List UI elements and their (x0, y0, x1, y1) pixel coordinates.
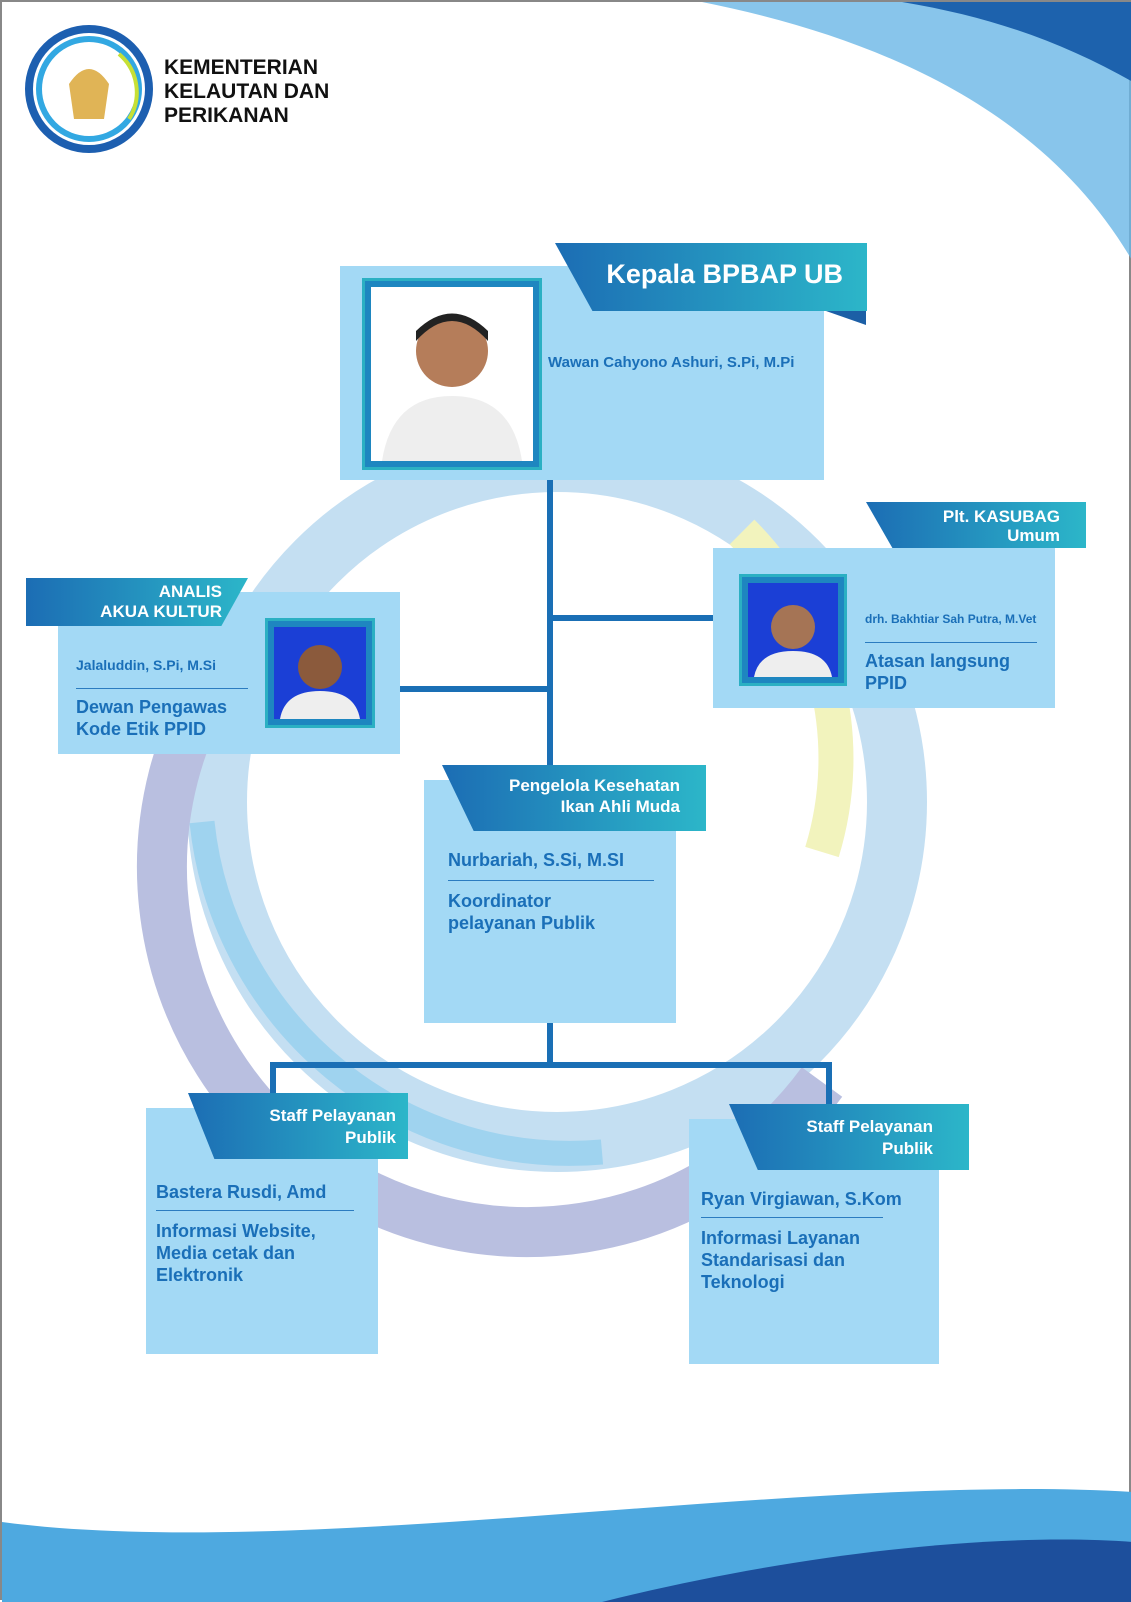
role-line: Elektronik (156, 1265, 244, 1285)
role-line: Teknologi (701, 1272, 785, 1292)
role-line: Dewan Pengawas (76, 697, 228, 717)
role-line: pelayanan Publik (448, 913, 596, 933)
person-icon (280, 645, 360, 719)
ministry-logo (25, 25, 153, 153)
role-line: Kode Etik PPID (76, 719, 207, 739)
title-line: Publik (344, 1128, 396, 1147)
title-line: Plt. KASUBAG (942, 507, 1060, 526)
title-line: Publik (881, 1139, 933, 1158)
divider (76, 688, 248, 689)
staff-left-name: Bastera Rusdi, Amd (156, 1182, 327, 1202)
connector-line (270, 1062, 832, 1068)
title-line: Staff Pelayanan (806, 1117, 933, 1136)
title-line: ANALIS (158, 582, 222, 601)
title-line: Pengelola Kesehatan (508, 776, 680, 795)
left-photo (265, 618, 375, 728)
role-line: Standarisasi dan (701, 1250, 846, 1270)
head-name: Wawan Cahyono Ashuri, S.Pi, M.Pi (548, 354, 795, 371)
right-name: drh. Bakhtiar Sah Putra, M.Vet (865, 612, 1037, 626)
divider (865, 642, 1037, 643)
role-line: Atasan langsung (865, 651, 1011, 671)
right-photo (739, 574, 847, 686)
role-line: PPID (865, 673, 908, 693)
person-icon (754, 605, 832, 677)
banner-fold (826, 311, 866, 325)
title-line: Umum (1007, 526, 1060, 545)
divider (701, 1217, 883, 1218)
divider (448, 880, 654, 881)
center-name: Nurbariah, S.Si, M.SI (448, 850, 625, 870)
connector-line (400, 686, 550, 692)
connector-line (547, 480, 553, 770)
role-line: Informasi Layanan (701, 1228, 861, 1248)
role-line: Koordinator (448, 891, 551, 911)
staff-right-name: Ryan Virgiawan, S.Kom (701, 1189, 902, 1209)
right-card: drh. Bakhtiar Sah Putra, M.Vet Atasan la… (713, 548, 1055, 708)
role-line: Informasi Website, (156, 1221, 316, 1241)
connector-line (553, 615, 713, 621)
ministry-name: KEMENTERIAN KELAUTAN DAN PERIKANAN (164, 56, 329, 128)
head-title: Kepala BPBAP UB (606, 259, 843, 289)
title-line: Staff Pelayanan (269, 1106, 396, 1125)
left-name: Jalaluddin, S.Pi, M.Si (76, 657, 217, 673)
ministry-name-line: KELAUTAN DAN (164, 80, 330, 103)
connector-line (270, 1062, 276, 1097)
person-icon (382, 313, 522, 461)
head-title-banner: Kepala BPBAP UB (555, 243, 867, 311)
head-photo (362, 278, 542, 470)
connector-line (547, 1022, 553, 1064)
divider (156, 1210, 354, 1211)
title-line: AKUA KULTUR (100, 602, 222, 621)
role-line: Media cetak dan (156, 1243, 296, 1263)
ministry-name-line: KEMENTERIAN (164, 56, 319, 79)
title-line: Ikan Ahli Muda (560, 797, 680, 816)
ministry-name-line: PERIKANAN (164, 104, 289, 127)
connector-line (826, 1062, 832, 1104)
